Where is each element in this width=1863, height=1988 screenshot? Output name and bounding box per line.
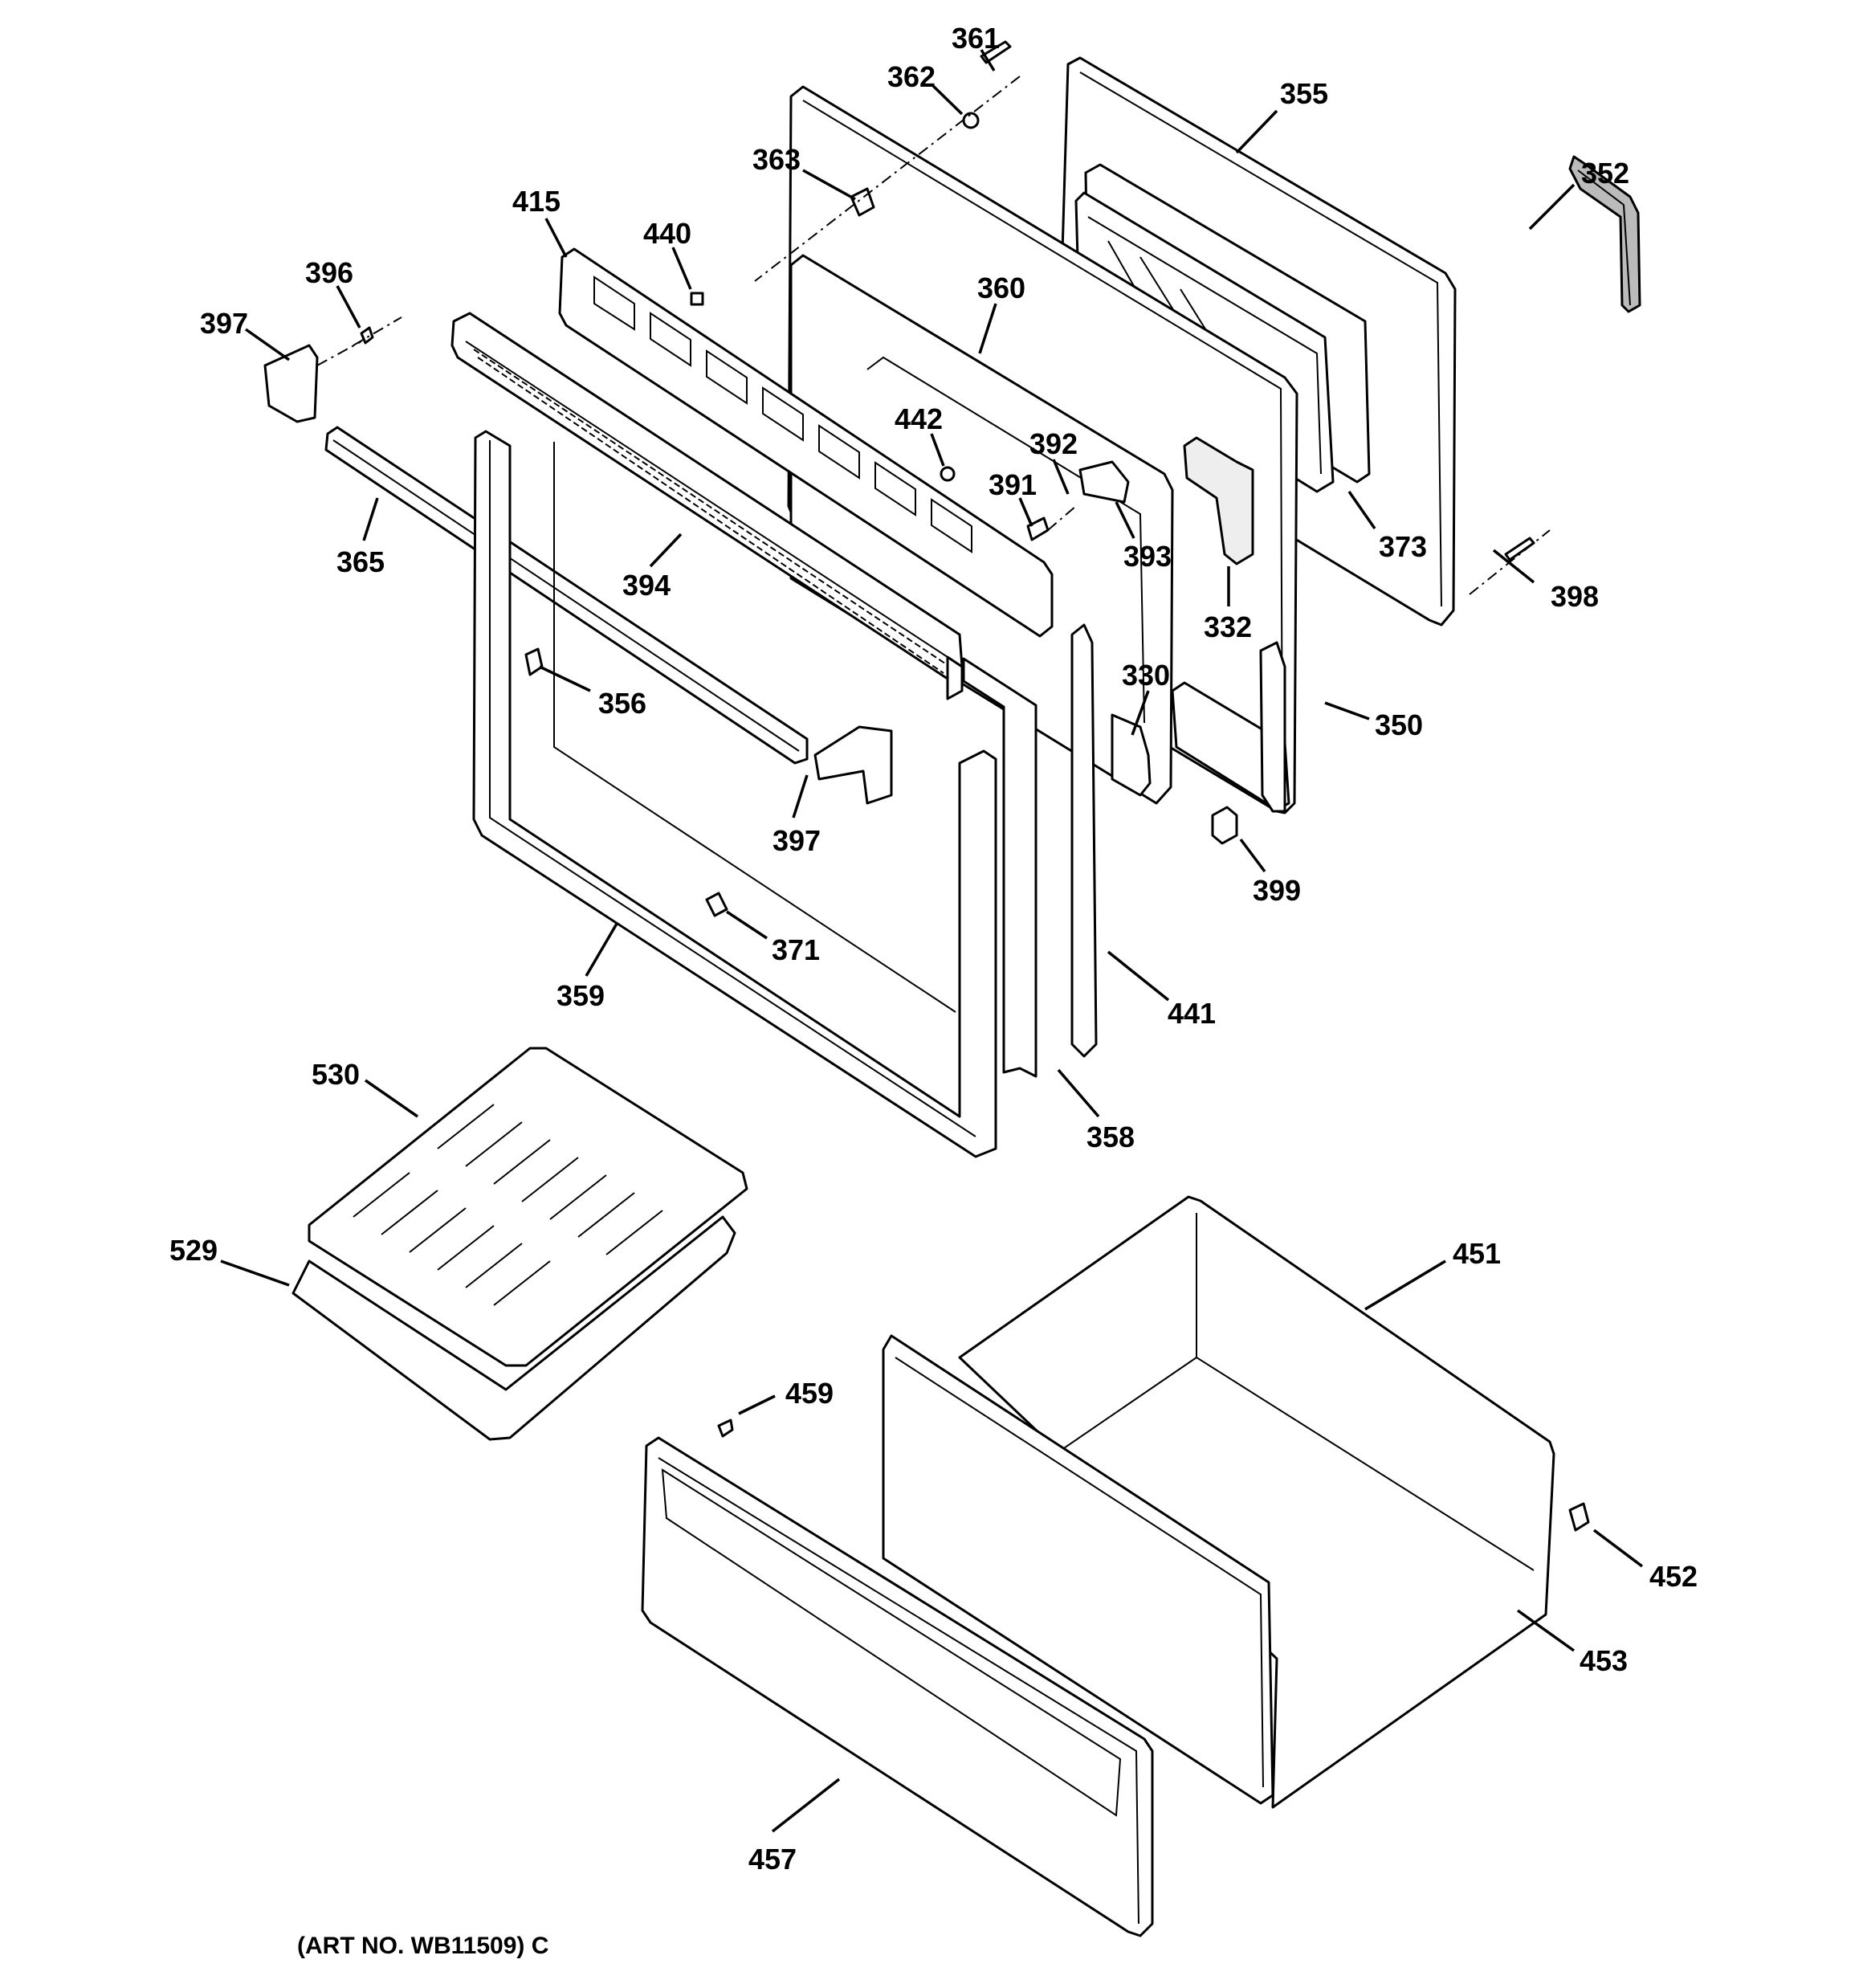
callout-397-bottom: 397 [773,824,821,857]
screw-361 [980,40,1012,64]
callout-360: 360 [977,271,1025,304]
gasket-330 [1111,713,1152,797]
broiler-grid-530 [308,1047,748,1367]
callout-330: 330 [1122,659,1170,692]
callout-363: 363 [752,143,801,176]
callout-457: 457 [748,1843,797,1876]
bracket-397 [813,725,893,805]
callout-358: 358 [1086,1121,1135,1153]
screw-396 [360,326,374,345]
callout-355: 355 [1280,77,1328,110]
callout-529: 529 [169,1234,218,1267]
callout-332: 332 [1204,610,1252,643]
callout-441: 441 [1168,997,1216,1030]
drawer-stop-452 [1568,1502,1590,1532]
callout-361: 361 [952,22,1000,55]
clip-nut-440 [690,292,704,306]
side-channel-441 [1070,623,1098,1058]
callout-labels: 361 362 355 352 363 415 440 396 397 360 … [169,22,1698,1876]
art-number: (ART NO. WB11509) C [297,1933,548,1959]
trim-rod-365 [324,426,809,765]
insulation-332 [1183,436,1254,565]
callout-451: 451 [1453,1237,1501,1270]
callout-453: 453 [1580,1644,1628,1677]
callout-394: 394 [622,569,671,602]
bumper-399 [1211,806,1238,845]
leader-lines [220,49,1644,1833]
clip-371 [705,892,728,917]
callout-440: 440 [643,217,691,250]
small-hardware [263,40,1590,1612]
callout-396: 396 [305,256,353,289]
callout-442: 442 [895,402,943,435]
callout-356: 356 [598,687,646,720]
screw-459 [717,1419,734,1438]
callout-530: 530 [312,1058,360,1091]
callout-371: 371 [772,933,820,966]
callout-452: 452 [1649,1560,1698,1593]
callout-393: 393 [1123,540,1172,573]
callout-373: 373 [1379,530,1427,563]
drawer-front-panel-457 [641,1436,1154,1937]
callout-362: 362 [887,60,936,93]
callout-391: 391 [989,468,1037,501]
latch-bracket-393 [1078,460,1130,504]
callout-350: 350 [1375,708,1423,741]
door-hinge-350 [1171,641,1290,813]
control-panel-bracket-415 [558,247,1054,638]
door-frame-359 [472,430,997,1158]
callout-415: 415 [512,185,561,218]
nut-442 [940,466,956,482]
clip-356 [524,647,544,676]
callout-352: 352 [1581,157,1629,190]
clip-363 [850,187,875,217]
screw-398 [1504,537,1535,561]
callout-359: 359 [556,979,605,1012]
callout-392: 392 [1029,427,1078,460]
callout-459: 459 [785,1377,834,1410]
callout-399: 399 [1253,874,1301,907]
broiler-pan-529 [291,1215,736,1441]
callout-398: 398 [1551,580,1599,613]
side-bracket-397 [263,344,319,423]
door-handle-352 [1568,155,1641,313]
vent-trim-394 [450,312,964,700]
callout-365: 365 [336,545,385,578]
callout-397-top: 397 [200,307,248,340]
washer-362 [962,112,980,129]
insulation-strip-358 [962,657,1037,1078]
drawer-body-451 [882,1195,1555,1809]
